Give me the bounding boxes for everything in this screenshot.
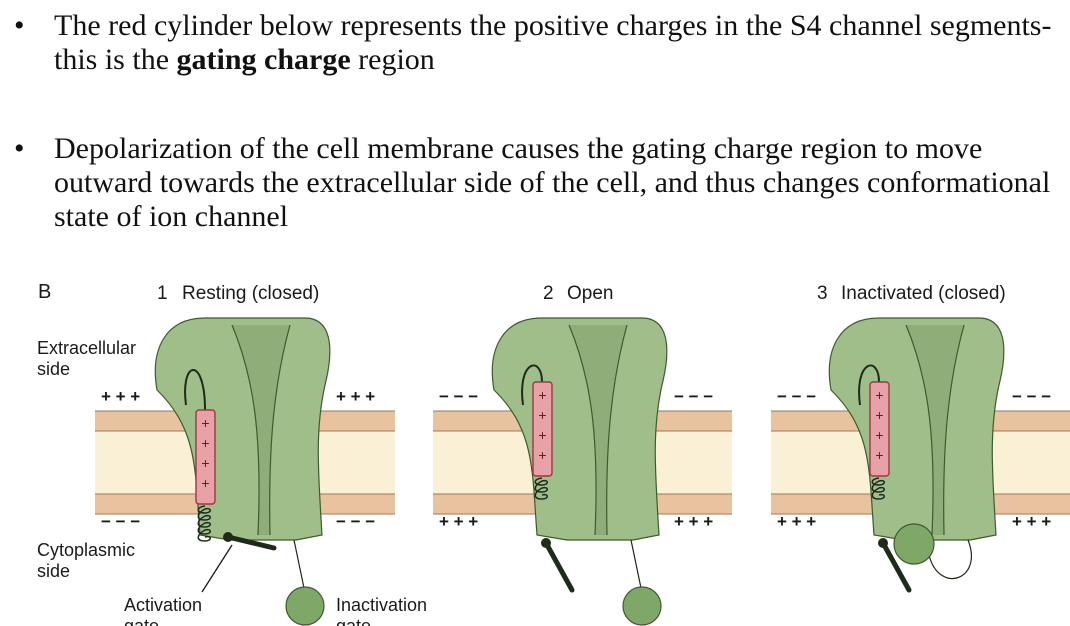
subunit-boundary <box>231 324 260 536</box>
membrane-charge-label: − − − <box>439 387 478 406</box>
activation-gate-label: Activation <box>124 595 202 615</box>
bullet-text: Depolarization of the cell membrane caus… <box>54 132 1054 234</box>
subunit-boundary <box>905 324 934 536</box>
positive-charge-label: + <box>875 427 883 443</box>
state-label: Inactivated (closed) <box>841 283 1006 304</box>
positive-charge-label: + <box>875 447 883 463</box>
positive-charge-label: + <box>875 387 883 403</box>
inactivation-gate-label: gate <box>336 616 371 626</box>
positive-charge-label: + <box>201 475 209 491</box>
panel-letter: B <box>38 281 51 303</box>
channel-panel: + + + + − − − − − − + + + + + + <box>433 317 732 626</box>
channel-pore <box>569 325 627 535</box>
bullet-text-pre: The red cylinder below represents the po… <box>54 9 1052 76</box>
s4-linker <box>521 364 543 406</box>
positive-charge-label: + <box>875 407 883 423</box>
inactivation-gate-label: Inactivation <box>336 595 427 615</box>
inactivation-chain <box>293 539 305 589</box>
s4-linker <box>184 369 206 411</box>
membrane-charge-label: − − − <box>674 387 713 406</box>
cytoplasmic-label: side <box>37 561 70 581</box>
activation-gate <box>880 540 912 593</box>
state-number: 3 <box>817 283 828 304</box>
inactivation-ball <box>285 586 325 626</box>
positive-charge-label: + <box>538 387 546 403</box>
membrane-charge-label: + + + <box>1012 512 1051 531</box>
subunit-boundary <box>606 324 628 536</box>
activation-gate <box>225 534 277 551</box>
membrane-charge-label: − − − <box>336 512 375 531</box>
state-label: Resting (closed) <box>182 283 319 304</box>
bullet-dot: • <box>14 132 25 165</box>
positive-charge-label: + <box>201 455 209 471</box>
s4-linker <box>858 364 880 406</box>
activation-gate-hinge <box>878 538 888 548</box>
state-number: 2 <box>543 283 554 304</box>
channel-panel: + + + + + + + + + + − − − − − − <box>95 317 395 626</box>
activation-gate-hinge <box>223 532 233 542</box>
cytoplasmic-label: Cytoplasmic <box>37 540 135 560</box>
membrane-charge-label: + + + <box>439 512 478 531</box>
bullet-text-pre: Depolarization of the cell membrane caus… <box>54 132 1051 233</box>
activation-gate-hinge <box>541 538 551 548</box>
membrane-charge-label: − − − <box>1012 387 1051 406</box>
activation-gate-pointer <box>201 544 233 593</box>
bullet-text-bold: gating charge <box>176 43 351 76</box>
inactivation-ball <box>893 523 935 565</box>
s4-coil <box>534 477 548 500</box>
gating-charge-cylinder <box>532 381 553 477</box>
bullet-text: The red cylinder below represents the po… <box>54 9 1054 77</box>
membrane-charge-label: + + + <box>674 512 713 531</box>
bullet-dot: • <box>14 9 25 42</box>
extracellular-label: Extracellular <box>37 338 136 358</box>
membrane-charge-label: + + + <box>336 387 375 406</box>
membrane-charge-label: + + + <box>101 387 140 406</box>
membrane-charge-label: − − − <box>101 512 140 531</box>
membrane-charge-label: − − − <box>777 387 816 406</box>
activation-gate <box>543 540 575 593</box>
s4-coil <box>871 477 885 500</box>
inactivation-chain <box>928 539 972 580</box>
state-label: Open <box>567 283 613 304</box>
positive-charge-label: + <box>201 435 209 451</box>
positive-charge-label: + <box>201 415 209 431</box>
subunit-boundary <box>568 324 597 536</box>
positive-charge-label: + <box>538 407 546 423</box>
subunit-boundary <box>943 324 965 536</box>
channel-panel: + + + + − − − − − − + + + + + + <box>771 317 1070 593</box>
subunit-boundary <box>269 324 291 536</box>
positive-charge-label: + <box>538 447 546 463</box>
gating-charge-cylinder <box>869 381 890 477</box>
membrane-charge-label: + + + <box>777 512 816 531</box>
extracellular-label: side <box>37 359 70 379</box>
inactivation-ball <box>622 586 662 626</box>
activation-gate-label: gate <box>124 616 159 626</box>
gating-charge-cylinder <box>195 409 216 505</box>
channel-pore <box>906 325 964 535</box>
channel-panels: +++++ + ++ + +− − −− − −++++− − −− − −+ … <box>95 317 1070 626</box>
bullet-text-post: region <box>350 43 435 76</box>
channel-pore <box>232 325 290 535</box>
s4-coil <box>197 505 211 542</box>
state-number: 1 <box>157 283 168 304</box>
positive-charge-label: + <box>538 427 546 443</box>
inactivation-chain <box>630 539 642 589</box>
